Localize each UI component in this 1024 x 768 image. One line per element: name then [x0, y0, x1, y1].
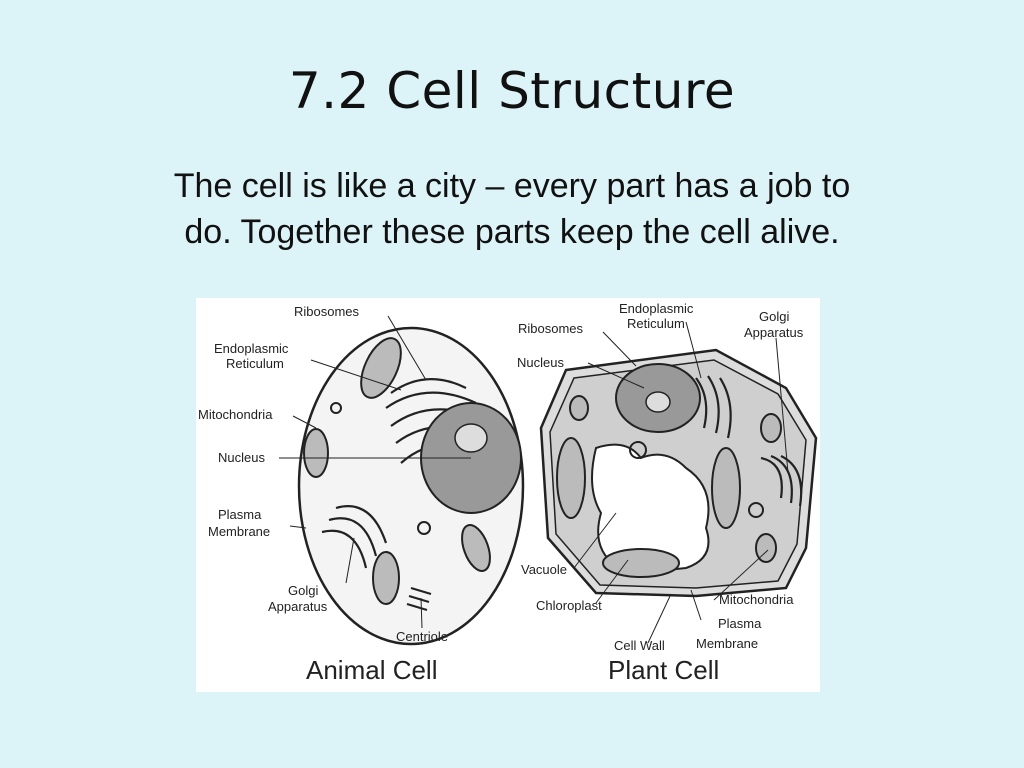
slide-subtitle: The cell is like a city – every part has…: [90, 163, 934, 255]
animal-mitochondria-shapes: [303, 337, 491, 605]
animal-label-er-2: Reticulum: [226, 356, 284, 371]
plant-label-vacuole: Vacuole: [521, 562, 567, 577]
plant-label-membrane-1: Plasma: [718, 616, 762, 631]
plant-label-nucleus: Nucleus: [517, 355, 564, 370]
animal-label-membrane-2: Membrane: [208, 524, 270, 539]
animal-centriole-shape: [406, 587, 432, 611]
plant-label-er-1: Endoplasmic: [619, 301, 694, 316]
plant-label-membrane-2: Membrane: [696, 636, 758, 651]
subtitle-line-2: do. Together these parts keep the cell a…: [184, 213, 840, 251]
plant-vacuole-shape: [591, 443, 710, 572]
plant-label-chloroplast: Chloroplast: [536, 598, 602, 613]
plant-cell: Endoplasmic Reticulum Golgi Apparatus Ri…: [517, 301, 818, 685]
animal-nucleolus-shape: [454, 423, 488, 453]
animal-label-er-1: Endoplasmic: [214, 341, 289, 356]
cell-diagram-svg: Ribosomes Endoplasmic Reticulum Mitochon…: [198, 301, 818, 685]
animal-golgi-shape: [321, 505, 388, 569]
animal-label-ribosomes: Ribosomes: [294, 304, 360, 319]
animal-label-centriole: Centriole: [396, 629, 448, 644]
plant-nucleolus-shape: [645, 391, 671, 413]
animal-label-membrane-1: Plasma: [218, 507, 262, 522]
cell-diagram-figure: Ribosomes Endoplasmic Reticulum Mitochon…: [196, 298, 820, 692]
slide-title: 7.2 Cell Structure: [288, 62, 736, 120]
plant-cell-caption: Plant Cell: [608, 655, 719, 685]
plant-er-shape: [695, 375, 732, 439]
plant-label-golgi-2: Apparatus: [744, 325, 804, 340]
animal-label-nucleus: Nucleus: [218, 450, 265, 465]
animal-cell: Ribosomes Endoplasmic Reticulum Mitochon…: [198, 304, 525, 685]
plant-label-mitochondria: Mitochondria: [719, 592, 794, 607]
animal-label-golgi-1: Golgi: [288, 583, 318, 598]
plant-label-ribosomes: Ribosomes: [518, 321, 584, 336]
subtitle-line-1: The cell is like a city – every part has…: [173, 167, 851, 205]
animal-cell-caption: Animal Cell: [306, 655, 438, 685]
plant-golgi-shape: [760, 454, 803, 507]
animal-label-golgi-2: Apparatus: [268, 599, 328, 614]
plant-label-er-2: Reticulum: [627, 316, 685, 331]
plant-label-golgi-1: Golgi: [759, 309, 789, 324]
plant-chloroplast-shapes: [556, 437, 741, 578]
plant-mitochondria-shapes: [569, 395, 782, 563]
plant-label-cell-wall: Cell Wall: [614, 638, 665, 653]
animal-label-mitochondria: Mitochondria: [198, 407, 273, 422]
